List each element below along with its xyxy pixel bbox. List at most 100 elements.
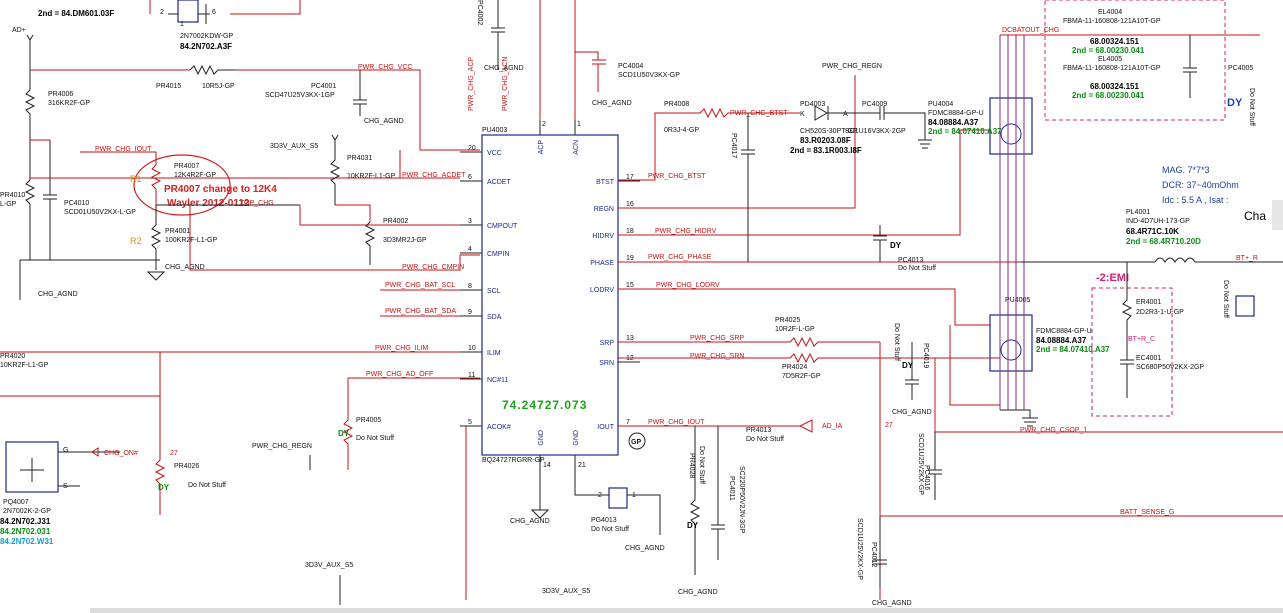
inductor-pl4001: MAG. 7*7*3 DCR: 37~40mOhm Idc : 5.5 A , … — [1020, 165, 1283, 318]
net-pwr-chg-vcc: PWR_CHG_VCC — [358, 64, 412, 71]
pl4001-coil — [1020, 257, 1283, 263]
svg-text:PR4013: PR4013 — [746, 427, 771, 434]
pr4031-resistor — [329, 140, 341, 205]
pin-name: ILIM — [487, 350, 501, 357]
ferrite-box — [1044, 0, 1226, 121]
pc4001-capacitor — [353, 70, 367, 116]
svg-text:PR4026: PR4026 — [174, 463, 199, 470]
svg-text:PC4004: PC4004 — [618, 63, 643, 70]
pin-name: SCL — [487, 288, 501, 295]
pin-number: 3 — [468, 218, 472, 225]
svg-text:Do Not Stuff: Do Not Stuff — [356, 435, 394, 442]
net-pwr-chg-iout: PWR_CHG_IOUT — [95, 146, 152, 153]
ic-code: 74.24727.073 — [502, 398, 587, 412]
svg-text:PC4001: PC4001 — [311, 83, 336, 90]
pr4015-resistor — [189, 64, 235, 76]
pin-name: ACP — [538, 140, 545, 155]
current-sense: PWR_CHG_SRP PR4025 10R2F-L-GP PWR_CHG_SR… — [618, 317, 1283, 607]
svg-text:2nd = 68.4R710.20D: 2nd = 68.4R710.20D — [1126, 237, 1201, 246]
vertical-scrollbar[interactable] — [1272, 200, 1283, 230]
pin-number: 13 — [626, 335, 634, 342]
cmp-divider: PWR_CHG_IOUT PR4007 12K4R2F-GP PR4007 ch… — [80, 146, 480, 281]
svg-text:68.00324.151: 68.00324.151 — [1090, 37, 1139, 46]
pq4007-block: G S CHG_ON# PQ4007 2N7002K-2-GP 84.2N702… — [0, 441, 138, 546]
svg-text:CHG_AGND: CHG_AGND — [484, 65, 524, 72]
change-note-circle — [133, 154, 231, 216]
svg-text:-2:EMI: -2:EMI — [1096, 272, 1129, 284]
svg-text:PR4002: PR4002 — [383, 218, 408, 225]
svg-text:Do Not Stuff: Do Not Stuff — [746, 436, 784, 443]
ic-body — [481, 134, 619, 456]
svg-text:SCD1U25V2KX-GP: SCD1U25V2KX-GP — [917, 433, 924, 495]
svg-text:MAG. 7*7*3: MAG. 7*7*3 — [1162, 165, 1210, 175]
svg-text:CHG_AGND: CHG_AGND — [38, 291, 78, 298]
emi-box — [1091, 287, 1173, 417]
svg-text:PD4003: PD4003 — [800, 101, 825, 108]
svg-text:PC4012: PC4012 — [870, 542, 877, 567]
pr4008-resistor — [618, 107, 800, 181]
pq4007-mosfet — [5, 441, 59, 493]
svg-text:10KR2F-L1-GP: 10KR2F-L1-GP — [0, 362, 49, 369]
svg-text:PR4025: PR4025 — [775, 317, 800, 324]
svg-text:CH520S-30PT-GP: CH520S-30PT-GP — [800, 128, 858, 135]
pin-name: VCC — [487, 150, 502, 157]
pin-number: 20 — [468, 145, 476, 152]
svg-text:PC4011: PC4011 — [728, 476, 735, 501]
svg-text:PWR_CHG_REGN: PWR_CHG_REGN — [822, 63, 882, 70]
pg4013-jumper — [608, 487, 628, 509]
pin-name: SRP — [600, 340, 615, 347]
svg-text:PG4013: PG4013 — [591, 517, 617, 524]
svg-text:CHG_AGND: CHG_AGND — [364, 118, 404, 125]
svg-text:7D5R2F-GP: 7D5R2F-GP — [782, 373, 821, 380]
svg-text:PWR_CHG_IOUT: PWR_CHG_IOUT — [648, 419, 705, 426]
svg-text:84.2N702.031: 84.2N702.031 — [0, 527, 51, 536]
pin-number: 6 — [468, 174, 472, 181]
svg-text:BT+R_C: BT+R_C — [1128, 336, 1155, 343]
pin-number: 15 — [626, 282, 634, 289]
pin-number: 11 — [468, 372, 475, 379]
svg-text:84.2N702.W31: 84.2N702.W31 — [0, 537, 54, 546]
svg-text:EL4004: EL4004 — [1098, 9, 1122, 16]
svg-text:CHG_AGND: CHG_AGND — [165, 264, 205, 271]
pc4010-capacitor — [43, 140, 57, 260]
change-note-line1: PR4007 change to 12K4 — [164, 184, 277, 195]
top-left-block: 2nd = 84.DM601.03F 2 6 1 2N7002KDW-GP 84… — [38, 0, 301, 51]
svg-text:PR4010: PR4010 — [0, 192, 25, 199]
svg-text:PWR_CHG_BTST: PWR_CHG_BTST — [648, 173, 706, 180]
svg-text:12K4R2F-GP: 12K4R2F-GP — [174, 172, 216, 179]
svg-text:PWR_CHG_SRP: PWR_CHG_SRP — [690, 335, 744, 342]
pin-name: ACDET — [487, 179, 511, 186]
pc4009-capacitor — [828, 106, 926, 140]
svg-text:Do Not Stuff: Do Not Stuff — [591, 526, 629, 533]
svg-text:PWR_CHG_BAT_SCL: PWR_CHG_BAT_SCL — [385, 282, 455, 289]
pr4026-resistor — [0, 395, 166, 515]
svg-text:AD_IA: AD_IA — [822, 423, 843, 430]
svg-text:CHG_AGND: CHG_AGND — [625, 545, 665, 552]
svg-text:Do Not Stuff: Do Not Stuff — [188, 482, 226, 489]
svg-text:IND-4D7UH-173-GP: IND-4D7UH-173-GP — [1126, 218, 1190, 225]
horizontal-scrollbar[interactable] — [90, 608, 1283, 613]
net-pwr-chg-cmpin: PWR_CHG_CMPIN — [402, 264, 464, 271]
svg-text:CHG_AGND: CHG_AGND — [872, 600, 912, 607]
svg-text:3D3V_AUX_S5: 3D3V_AUX_S5 — [305, 562, 353, 569]
svg-text:3D3MR2J-GP: 3D3MR2J-GP — [383, 237, 427, 244]
svg-text:PWR_CHG_ILIM: PWR_CHG_ILIM — [375, 345, 428, 352]
top-caps: PC4002 CHG_AGND PWR_CHG_ACP PWR_CHG_ACN … — [468, 0, 680, 120]
svg-text:316KR2F-GP: 316KR2F-GP — [48, 100, 90, 107]
svg-text:K: K — [800, 111, 805, 118]
svg-text:Do Not Stuff: Do Not Stuff — [898, 265, 936, 272]
svg-text:PU4003: PU4003 — [482, 127, 507, 134]
svg-text:Do Not Stuff: Do Not Stuff — [1222, 280, 1229, 318]
svg-text:3D3V_AUX_S5: 3D3V_AUX_S5 — [270, 143, 318, 150]
pin-name: SDA — [487, 314, 502, 321]
svg-text:SCD1U25V2KX-GP: SCD1U25V2KX-GP — [856, 518, 863, 580]
pin-number: 10 — [468, 345, 476, 352]
